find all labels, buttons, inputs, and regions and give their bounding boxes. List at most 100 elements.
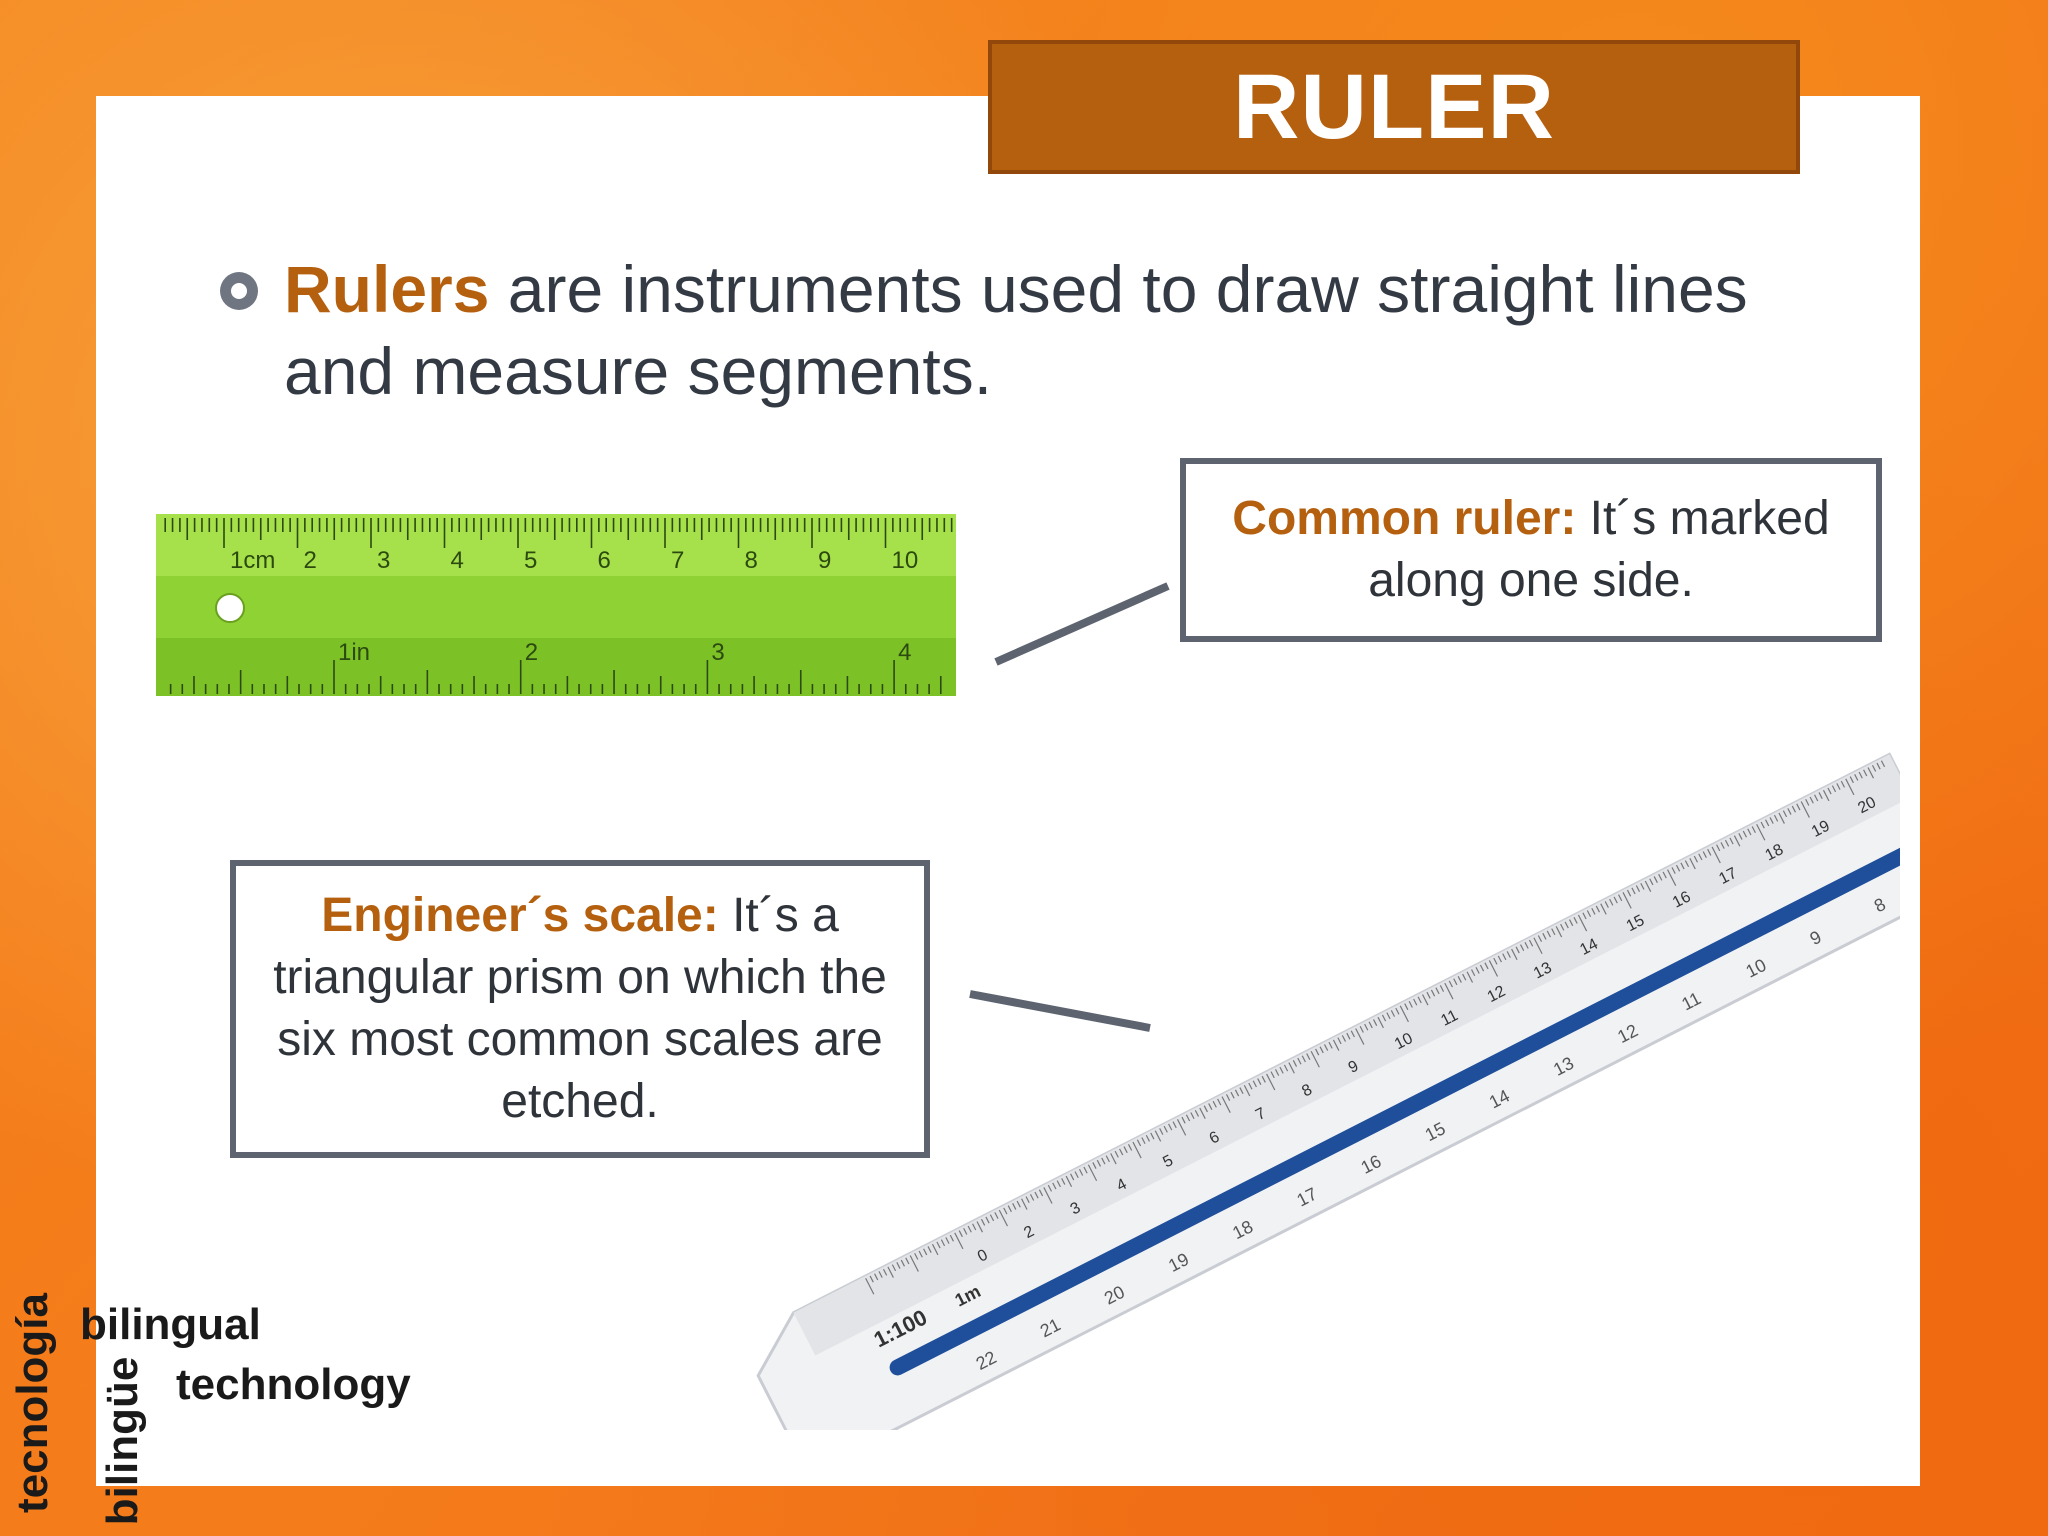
scale-tick (1644, 880, 1652, 892)
scale-tick (1141, 1137, 1146, 1144)
logo-word-bilingue: bilingüe (98, 1356, 147, 1526)
scale-ticks (865, 760, 1886, 1295)
scale-tick (1631, 887, 1636, 895)
scale-tick (1341, 1035, 1347, 1042)
scale-tick (1822, 789, 1830, 802)
scale-tick (958, 1230, 963, 1238)
scale-tick (1172, 1121, 1177, 1129)
scale-tick (1105, 1155, 1110, 1163)
scale-tick (1448, 980, 1453, 988)
scale-tick (1653, 876, 1658, 883)
scale-tick (1092, 1162, 1097, 1169)
scale-tick (1809, 796, 1814, 804)
scale-tick (1288, 1062, 1295, 1074)
page-title: RULER (1233, 55, 1555, 158)
scale-tick (1127, 1144, 1133, 1151)
scale-tick (1564, 921, 1569, 929)
cm-label: 10 (892, 547, 919, 574)
scale-tick (1680, 862, 1685, 870)
scale-tick (1756, 823, 1766, 841)
scale-tick (1337, 1037, 1342, 1045)
scale-tick (976, 1221, 984, 1233)
scale-tick (1350, 1030, 1355, 1038)
scale-tick (896, 1262, 901, 1269)
scale-tick (1747, 828, 1752, 836)
scale-tick (1800, 801, 1810, 818)
scale-tick (1221, 1096, 1231, 1113)
logo-word-bilingual: bilingual (80, 1300, 261, 1349)
scale-tick (1038, 1189, 1044, 1197)
scale-tick (1635, 885, 1641, 893)
scale-tick (1212, 1100, 1217, 1108)
scale-tick (1301, 1055, 1306, 1063)
scale-tick (1577, 914, 1588, 932)
scale-tick (1791, 805, 1797, 813)
scale-tick (1506, 951, 1511, 958)
scale-tick (1542, 932, 1547, 940)
scale-tick (1132, 1141, 1142, 1159)
scale-tick (1021, 1198, 1028, 1210)
scale-tick (1667, 869, 1677, 886)
scale-tick (1773, 814, 1779, 822)
scale-tick (1025, 1196, 1030, 1204)
scale-tick (1399, 1005, 1409, 1023)
cm-label: 4 (451, 547, 464, 574)
scale-tick (1332, 1039, 1340, 1051)
scale-tick (1083, 1166, 1088, 1174)
scale-tick (1502, 953, 1507, 961)
scale-tick (1239, 1087, 1244, 1095)
scale-tick (1217, 1098, 1222, 1106)
scale-tick (1876, 762, 1881, 770)
scale-top-number: 13 (1531, 959, 1555, 982)
scale-tick (1586, 910, 1592, 918)
logo-word-tecnologia: tecnología (8, 1292, 57, 1514)
scale-tick (1355, 1028, 1365, 1045)
scale-tick (1765, 819, 1770, 827)
scale-tick (1484, 962, 1489, 970)
scale-tick (1840, 780, 1846, 788)
scale-tick (869, 1275, 874, 1283)
scale-tick (1136, 1139, 1142, 1147)
scale-tick (1595, 905, 1600, 913)
scale-tick (1203, 1105, 1208, 1113)
inch-label: 1in (338, 639, 370, 666)
cm-ticks (164, 518, 953, 548)
scale-tick (1729, 837, 1734, 845)
cm-label: 1cm (230, 547, 275, 574)
scale-tick (1435, 987, 1440, 995)
scale-top-number: 17 (1716, 865, 1740, 888)
scale-tick (1439, 985, 1445, 992)
scale-tick (1426, 991, 1431, 999)
scale-tick (1524, 941, 1529, 949)
scale-tick (1364, 1023, 1369, 1031)
scale-tick (1711, 846, 1721, 864)
scale-blue-stripe (889, 840, 1900, 1376)
scale-tick (1858, 771, 1863, 779)
scale-tick (1047, 1184, 1053, 1192)
scale-tick (980, 1218, 986, 1226)
scale-tick (954, 1232, 964, 1250)
scale-tick (1328, 1041, 1333, 1049)
scale-tick (1453, 978, 1458, 986)
scale-tick (1716, 844, 1721, 852)
scale-tick (1007, 1205, 1012, 1213)
scale-tick (927, 1246, 932, 1253)
scale-tick (1733, 835, 1741, 847)
scale-tick (1849, 776, 1854, 784)
scale-tick (914, 1252, 919, 1260)
scale-top-number: 11 (1438, 1007, 1461, 1030)
cm-label: 3 (377, 547, 390, 574)
scale-tick (1208, 1103, 1213, 1110)
scale-tick (1479, 964, 1485, 972)
scale-tick (1555, 926, 1563, 938)
scale-top-number: 20 (1855, 794, 1879, 817)
scale-tick (918, 1250, 923, 1258)
scale-tick (1760, 821, 1765, 829)
bullet-body: are instruments used to draw straight li… (284, 252, 1748, 408)
scale-tick (1381, 1014, 1387, 1022)
scale-tick (1569, 919, 1574, 927)
cm-label: 2 (304, 547, 317, 574)
scale-tick (1359, 1025, 1364, 1033)
scale-tick (945, 1237, 950, 1244)
